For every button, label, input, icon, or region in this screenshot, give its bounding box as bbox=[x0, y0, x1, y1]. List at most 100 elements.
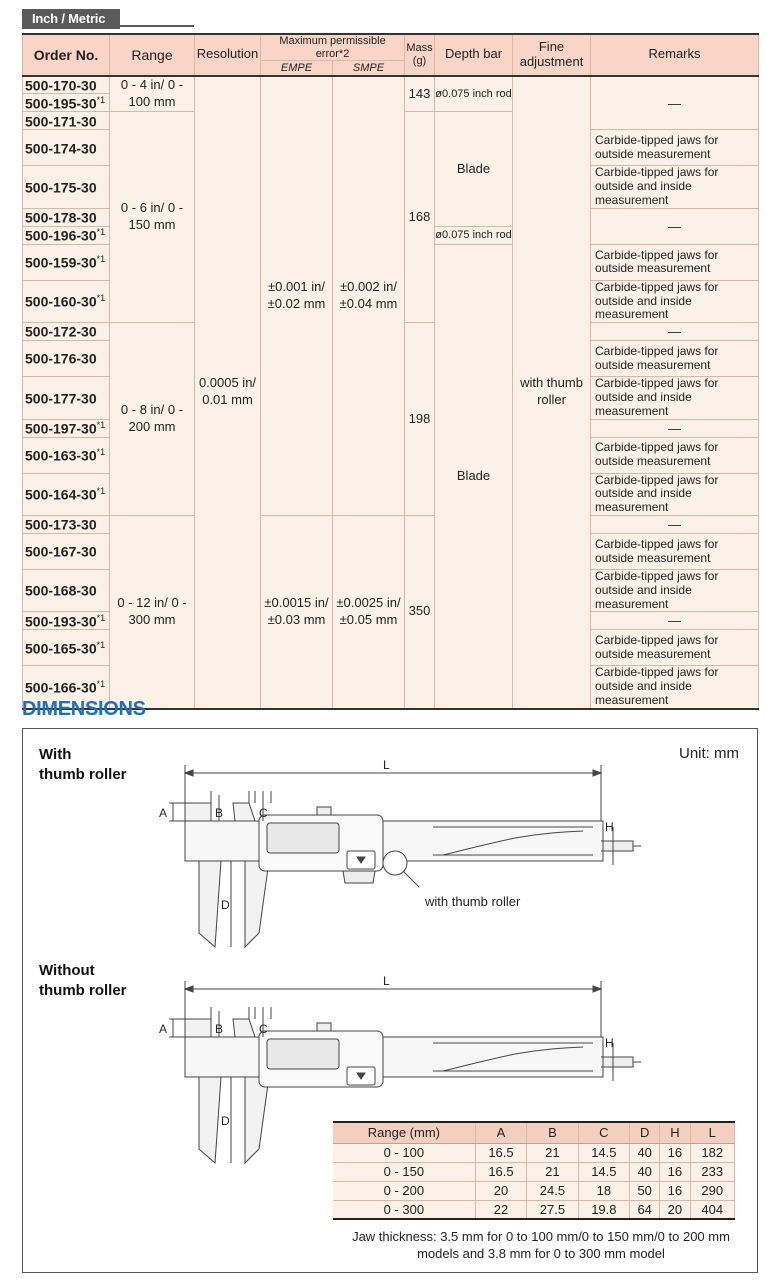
without-thumb-roller-label: Without thumb roller bbox=[39, 962, 127, 1000]
header-mass: Mass (g) bbox=[404, 33, 436, 77]
order-no: 500-166-30*1 bbox=[22, 665, 110, 710]
jaw-thickness-note: Jaw thickness: 3.5 mm for 0 to 100 mm/0 … bbox=[352, 1229, 730, 1261]
dim-c: C bbox=[259, 1022, 268, 1036]
header-order-no: Order No. bbox=[22, 33, 110, 77]
dims-header: L bbox=[690, 1121, 736, 1144]
depth-bar-cell: Blade bbox=[434, 243, 514, 710]
section-tab: Inch / Metric bbox=[22, 9, 120, 29]
mass-cell: 143 bbox=[404, 74, 436, 113]
dim-c: C bbox=[259, 806, 268, 820]
header-smpe: SMPE bbox=[331, 60, 406, 77]
header-range: Range bbox=[109, 33, 195, 77]
remark-cell: Carbide-tipped jaws for outside measurem… bbox=[590, 340, 760, 378]
range-cell: 0 - 12 in/ 0 - 300 mm bbox=[109, 514, 195, 710]
header-fine-adjustment: Fine adjustment bbox=[512, 33, 592, 77]
thumb-roller-callout: with thumb roller bbox=[425, 894, 521, 909]
tab-underline bbox=[120, 25, 194, 27]
order-no: 500-197-30*1 bbox=[22, 418, 110, 438]
dims-header: A bbox=[475, 1121, 528, 1144]
resolution-cell: 0.0005 in/ 0.01 mm bbox=[194, 74, 261, 710]
remark-cell: — bbox=[590, 322, 760, 342]
depth-bar-cell: Blade bbox=[434, 111, 514, 227]
empe-cell: ±0.0015 in/ ±0.03 mm bbox=[260, 514, 333, 710]
order-no: 500-174-30 bbox=[22, 129, 110, 167]
remark-cell: Carbide-tipped jaws for outside measurem… bbox=[590, 629, 760, 667]
remark-cell: Carbide-tipped jaws for outside and insi… bbox=[590, 568, 760, 613]
order-no: 500-172-30 bbox=[22, 322, 110, 342]
dims-header: B bbox=[526, 1121, 579, 1144]
depth-bar-cell: ø0.075 inch rod bbox=[434, 74, 514, 113]
order-no: 500-159-30*1 bbox=[22, 243, 110, 281]
header-resolution: Resolution bbox=[194, 33, 261, 77]
dims-header: C bbox=[578, 1121, 631, 1144]
dims-header: D bbox=[629, 1121, 661, 1144]
remark-cell: Carbide-tipped jaws for outside and insi… bbox=[590, 376, 760, 420]
with-thumb-roller-label: With thumb roller bbox=[39, 746, 127, 784]
order-no: 500-163-30*1 bbox=[22, 436, 110, 474]
fine-adjustment-cell: with thumb roller bbox=[512, 74, 592, 710]
remark-cell: Carbide-tipped jaws for outside measurem… bbox=[590, 129, 760, 167]
range-cell: 0 - 6 in/ 0 - 150 mm bbox=[109, 111, 195, 324]
smpe-cell: ±0.002 in/ ±0.04 mm bbox=[331, 74, 406, 516]
order-no: 500-170-30 bbox=[22, 74, 110, 95]
remark-cell: — bbox=[590, 207, 760, 245]
remark-cell: Carbide-tipped jaws for outside and insi… bbox=[590, 279, 760, 324]
order-no: 500-178-30 bbox=[22, 207, 110, 227]
dim-b: B bbox=[215, 806, 223, 820]
order-no: 500-175-30 bbox=[22, 165, 110, 209]
order-no: 500-171-30 bbox=[22, 111, 110, 131]
remark-cell: Carbide-tipped jaws for outside measurem… bbox=[590, 436, 760, 474]
dim-d: D bbox=[221, 898, 230, 912]
remark-cell: Carbide-tipped jaws for outside and insi… bbox=[590, 665, 760, 710]
remark-cell: — bbox=[590, 515, 760, 534]
dimensions-panel: With thumb roller Unit: mm bbox=[22, 728, 758, 1273]
remark-cell: Carbide-tipped jaws for outside and insi… bbox=[590, 165, 760, 209]
remark-cell: — bbox=[590, 418, 760, 438]
header-mpe: Maximum permissible error*2 bbox=[259, 33, 406, 62]
dims-header: H bbox=[659, 1121, 691, 1144]
order-no: 500-164-30*1 bbox=[22, 472, 110, 517]
dim-h: H bbox=[605, 820, 614, 834]
depth-bar-cell: ø0.075 inch rod bbox=[434, 225, 514, 245]
order-no: 500-193-30*1 bbox=[22, 611, 110, 631]
range-cell: 0 - 4 in/ 0 - 100 mm bbox=[109, 74, 195, 113]
order-no: 500-177-30 bbox=[22, 376, 110, 420]
empe-cell: ±0.001 in/ ±0.02 mm bbox=[260, 74, 333, 516]
order-no: 500-176-30 bbox=[22, 340, 110, 378]
remark-cell: Carbide-tipped jaws for outside measurem… bbox=[590, 533, 760, 570]
dim-d: D bbox=[221, 1114, 230, 1128]
unit-label: Unit: mm bbox=[679, 745, 739, 762]
order-no: 500-168-30 bbox=[22, 568, 110, 613]
remark-cell: Carbide-tipped jaws for outside and insi… bbox=[590, 472, 760, 517]
spec-table: Order No. Range Resolution Maximum permi… bbox=[22, 33, 760, 710]
order-no: 500-196-30*1 bbox=[22, 225, 110, 245]
caliper-diagram-with-roller: L A B C D H bbox=[159, 758, 641, 949]
order-no: 500-160-30*1 bbox=[22, 279, 110, 324]
mass-cell: 198 bbox=[404, 322, 436, 516]
mass-cell: 168 bbox=[404, 111, 436, 324]
dims-header: Range (mm) bbox=[333, 1121, 476, 1144]
caliper-diagram-without-roller: L A B C D H bbox=[159, 974, 641, 1165]
dim-h: H bbox=[605, 1036, 614, 1050]
order-no: 500-195-30*1 bbox=[22, 93, 110, 113]
order-no: 500-173-30 bbox=[22, 515, 110, 534]
remark-cell: — bbox=[590, 611, 760, 631]
dim-l: L bbox=[383, 758, 390, 772]
dimensions-title: DIMENSIONS bbox=[22, 698, 146, 720]
order-no: 500-167-30 bbox=[22, 533, 110, 570]
remark-cell: — bbox=[590, 74, 760, 131]
range-cell: 0 - 8 in/ 0 - 200 mm bbox=[109, 322, 195, 516]
dim-l: L bbox=[383, 974, 390, 988]
smpe-cell: ±0.0025 in/ ±0.05 mm bbox=[331, 514, 406, 710]
dim-a: A bbox=[159, 806, 167, 820]
remark-cell: Carbide-tipped jaws for outside measurem… bbox=[590, 243, 760, 281]
header-empe: EMPE bbox=[260, 60, 333, 77]
dim-b: B bbox=[215, 1022, 223, 1036]
mass-cell: 350 bbox=[404, 514, 436, 710]
header-depth-bar: Depth bar bbox=[434, 33, 514, 77]
